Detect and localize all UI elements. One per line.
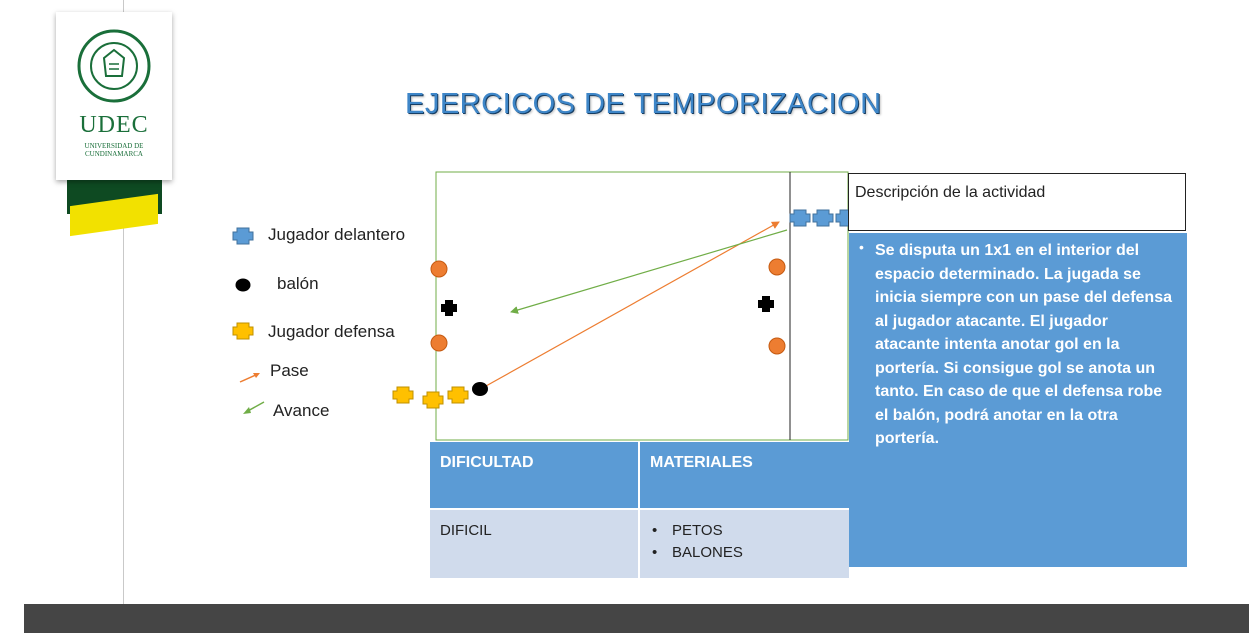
cone bbox=[768, 337, 786, 355]
description-panel: • Se disputa un 1x1 en el interior del e… bbox=[849, 233, 1187, 567]
table-header-dificultad: DIFICULTAD bbox=[430, 442, 638, 508]
description-text: Se disputa un 1x1 en el interior del esp… bbox=[875, 242, 1172, 447]
materials-list: PETOS BALONES bbox=[650, 520, 839, 564]
field-diagram bbox=[392, 171, 855, 441]
materials-item: PETOS bbox=[650, 520, 839, 542]
cone bbox=[430, 334, 448, 352]
university-seal-icon bbox=[77, 29, 151, 103]
legend-delantero-label: Jugador delantero bbox=[268, 225, 406, 244]
legend-defensa-label: Jugador defensa bbox=[268, 322, 395, 341]
goal-marker bbox=[441, 300, 457, 316]
brand-name: UDEC bbox=[79, 112, 149, 138]
cone bbox=[768, 258, 786, 276]
defensa-player bbox=[422, 391, 444, 409]
avance-legend-icon bbox=[243, 401, 265, 414]
table-header-materiales: MATERIALES bbox=[640, 442, 849, 508]
table-cell-materiales: PETOS BALONES bbox=[640, 510, 849, 578]
pase-legend-icon bbox=[239, 373, 260, 383]
delantero-player bbox=[812, 209, 834, 227]
description-header: Descripción de la actividad bbox=[848, 173, 1186, 231]
pase-arrow bbox=[485, 221, 780, 387]
ball bbox=[472, 382, 488, 396]
goal-marker bbox=[758, 296, 774, 312]
brand-subtitle: UNIVERSIDAD DE CUNDINAMARCA bbox=[84, 142, 144, 158]
defensa-legend-icon bbox=[232, 322, 254, 340]
legend-balon-label: balón bbox=[277, 274, 319, 293]
balon-legend-icon bbox=[235, 278, 251, 292]
university-logo-card bbox=[56, 12, 172, 180]
materials-item: BALONES bbox=[650, 542, 839, 564]
legend-avance-label: Avance bbox=[273, 401, 330, 420]
legend-pase-label: Pase bbox=[270, 361, 309, 380]
delantero-legend-icon bbox=[232, 227, 254, 245]
defensa-player bbox=[447, 386, 469, 404]
avance-arrow bbox=[510, 229, 788, 314]
delantero-player bbox=[789, 209, 811, 227]
field-boundary bbox=[435, 171, 849, 441]
footer-bar bbox=[24, 604, 1249, 633]
defensa-player bbox=[392, 386, 414, 404]
bullet-icon: • bbox=[859, 239, 864, 255]
slide-divider-line bbox=[123, 0, 124, 605]
slide-title: EJERCICOS DE TEMPORIZACION bbox=[405, 88, 882, 120]
table-cell-dificultad: DIFICIL bbox=[430, 510, 638, 578]
cone bbox=[430, 260, 448, 278]
